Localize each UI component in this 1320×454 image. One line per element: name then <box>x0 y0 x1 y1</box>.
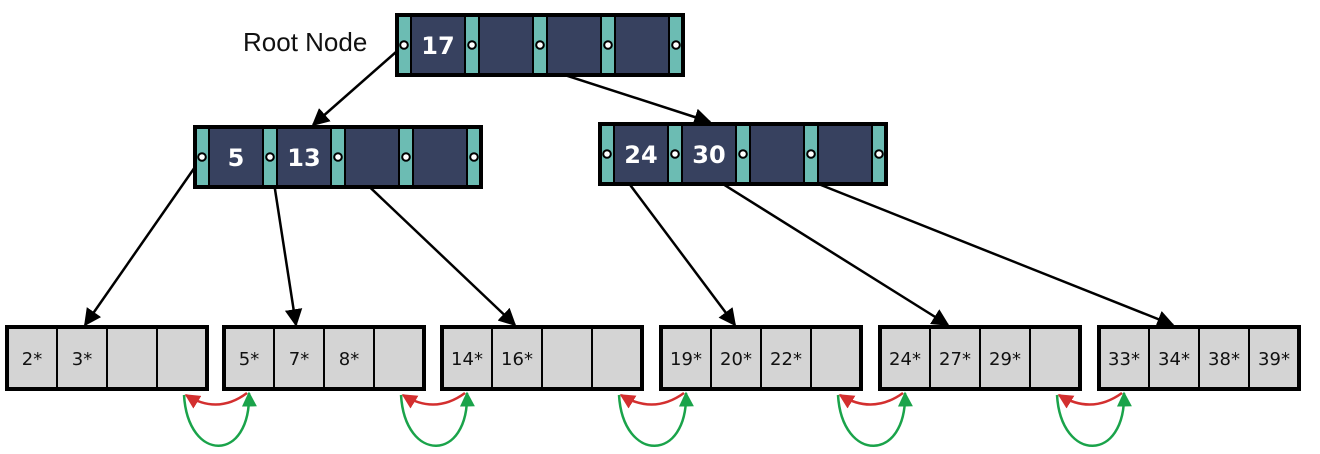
pointer-dot <box>401 152 411 162</box>
pointer-dot <box>535 40 545 50</box>
key-slot <box>478 14 534 76</box>
leaf-slot <box>979 326 1031 390</box>
leaf-key: 3* <box>72 349 92 370</box>
pointer-dot <box>603 40 613 50</box>
leaf-border <box>1097 325 1301 391</box>
prev-sibling-link <box>184 391 248 409</box>
pointer-dot <box>671 40 681 50</box>
pointer-dot <box>467 40 477 50</box>
leaf-node: 2* 3* <box>5 325 209 391</box>
leaf-slot <box>156 326 208 390</box>
pointer-dot <box>197 152 207 162</box>
leaf-key: 24* <box>889 349 921 370</box>
pointer-dot <box>265 152 275 162</box>
key-slot <box>208 126 264 188</box>
leaf-border <box>5 325 209 391</box>
prev-sibling-link <box>1057 391 1123 409</box>
key-value: 24 <box>624 141 657 169</box>
leaf-node: 14* 16* <box>440 325 644 391</box>
leaf-key: 16* <box>501 349 533 370</box>
leaf-key: 20* <box>720 349 752 370</box>
next-sibling-link <box>1055 391 1132 447</box>
leaf-key: 5* <box>239 349 259 370</box>
prev-sibling-link <box>619 391 685 409</box>
leaf-node: 33* 34* 38* 39* <box>1097 325 1301 391</box>
next-sibling-link <box>182 391 257 447</box>
prev-sibling-link <box>401 391 466 409</box>
leaf-slot <box>373 326 425 390</box>
leaf-key: 14* <box>451 349 483 370</box>
leaf-key: 2* <box>22 349 42 370</box>
key-slot <box>817 123 873 185</box>
pointer-dot <box>670 149 680 159</box>
key-value: 13 <box>287 144 320 172</box>
key-slot <box>546 14 602 76</box>
pointer-dot <box>602 149 612 159</box>
key-slot <box>412 126 468 188</box>
next-sibling-link <box>617 391 694 447</box>
leaf-slot <box>6 326 58 390</box>
leaf-node: 19* 20* 22* <box>659 325 863 391</box>
node-border <box>193 125 483 189</box>
key-value: 30 <box>692 141 725 169</box>
leaf-slot <box>929 326 981 390</box>
leaf-key: 34* <box>1158 349 1190 370</box>
key-slot <box>410 14 466 76</box>
pointer-dot <box>333 152 343 162</box>
key-slot <box>344 126 400 188</box>
leaf-border <box>659 325 863 391</box>
pointer-dot <box>469 152 479 162</box>
node-border <box>395 13 685 77</box>
inner-left-node: 5 13 <box>193 125 483 189</box>
tree-nodes: 17 5 13 24 30 2* 3* 5* 7* 8* 14* 16* 19* 20* 22* 24* 27*… <box>5 13 1301 391</box>
leaf-slot <box>56 326 108 390</box>
root-node: 17 <box>395 13 685 77</box>
key-slot <box>614 14 670 76</box>
leaf-key: 29* <box>989 349 1021 370</box>
key-value: 5 <box>228 144 245 172</box>
pointer-dot <box>874 149 884 159</box>
pointer-dot <box>806 149 816 159</box>
node-border <box>598 122 888 186</box>
leaf-key: 27* <box>939 349 971 370</box>
key-value: 17 <box>421 32 454 60</box>
leaf-slot <box>273 326 325 390</box>
inner-right-node: 24 30 <box>598 122 888 186</box>
leaf-border <box>440 325 644 391</box>
pointer-dot <box>399 40 409 50</box>
leaf-slot <box>810 326 862 390</box>
leaf-sibling-links <box>182 391 1132 447</box>
key-slot <box>276 126 332 188</box>
leaf-key: 19* <box>670 349 702 370</box>
leaf-key: 39* <box>1258 349 1290 370</box>
pointer-dot <box>738 149 748 159</box>
next-sibling-link <box>399 391 475 447</box>
root-node-label: Root Node <box>243 27 367 57</box>
leaf-key: 33* <box>1108 349 1140 370</box>
key-slot <box>749 123 805 185</box>
leaf-slot <box>1029 326 1081 390</box>
leaf-slot <box>106 326 158 390</box>
leaf-key: 22* <box>770 349 802 370</box>
leaf-slot <box>541 326 593 390</box>
leaf-key: 8* <box>339 349 359 370</box>
leaf-node: 24* 27* 29* <box>878 325 1082 391</box>
child-pointer-edge <box>83 156 204 327</box>
leaf-key: 7* <box>289 349 309 370</box>
leaf-slot <box>323 326 375 390</box>
child-pointer-edge <box>311 44 405 127</box>
leaf-border <box>222 325 426 391</box>
next-sibling-link <box>836 391 913 447</box>
leaf-border <box>878 325 1082 391</box>
leaf-slot <box>660 326 712 390</box>
prev-sibling-link <box>838 391 904 409</box>
leaf-slot <box>591 326 643 390</box>
leaf-key: 38* <box>1208 349 1240 370</box>
leaf-node: 5* 7* 8* <box>222 325 426 391</box>
